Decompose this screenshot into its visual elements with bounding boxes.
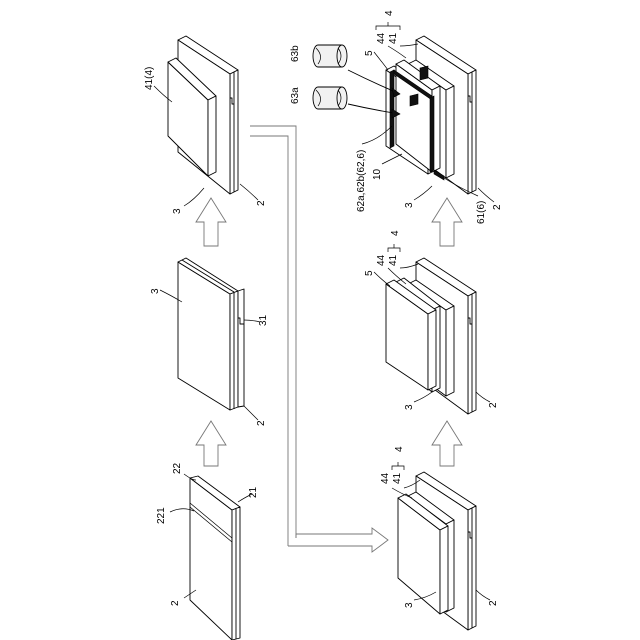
label-61-6: 61(6) [476, 201, 487, 224]
label-41: 41 [388, 32, 399, 44]
label-41: 41 [388, 254, 399, 266]
step-3-stack [168, 36, 238, 194]
label-4: 4 [384, 10, 395, 16]
label-3: 3 [404, 404, 415, 410]
label-4: 4 [390, 230, 401, 236]
label-41: 41 [392, 472, 403, 484]
label-44: 44 [376, 254, 387, 266]
label-63b: 63b [290, 45, 301, 62]
label-4: 4 [394, 446, 405, 452]
label-3: 3 [150, 288, 161, 294]
arrow-step-5-to-6 [432, 198, 462, 246]
label-2: 2 [256, 200, 267, 206]
flow-connector [250, 126, 388, 552]
step-1-substrate [190, 476, 240, 640]
label-2: 2 [256, 420, 267, 426]
source-63b [313, 45, 347, 67]
label-2: 2 [488, 402, 499, 408]
source-63a [313, 87, 347, 109]
label-22: 22 [172, 462, 183, 474]
label-2: 2 [488, 600, 499, 606]
label-3: 3 [172, 208, 183, 214]
step-6-stack [386, 36, 476, 194]
label-5: 5 [364, 50, 375, 56]
label-31: 31 [258, 314, 269, 326]
label-3: 3 [404, 602, 415, 608]
label-3: 3 [404, 202, 415, 208]
step-2-substrate-with-layer [178, 258, 244, 410]
label-10: 10 [372, 168, 383, 180]
label-221: 221 [156, 507, 167, 524]
label-63a: 63a [290, 87, 301, 104]
label-41-4: 41(4) [144, 67, 155, 90]
label-62: 62a,62b(62,6) [356, 150, 367, 212]
label-44: 44 [376, 32, 387, 44]
arrow-step-2-to-3 [196, 198, 226, 246]
label-5: 5 [364, 270, 375, 276]
label-2: 2 [170, 600, 181, 606]
label-21: 21 [248, 486, 259, 498]
label-2: 2 [492, 204, 503, 210]
label-44: 44 [380, 472, 391, 484]
arrow-step-4-to-5 [432, 421, 462, 466]
arrow-step-1-to-2 [196, 421, 226, 466]
step-5-stack [386, 258, 476, 414]
